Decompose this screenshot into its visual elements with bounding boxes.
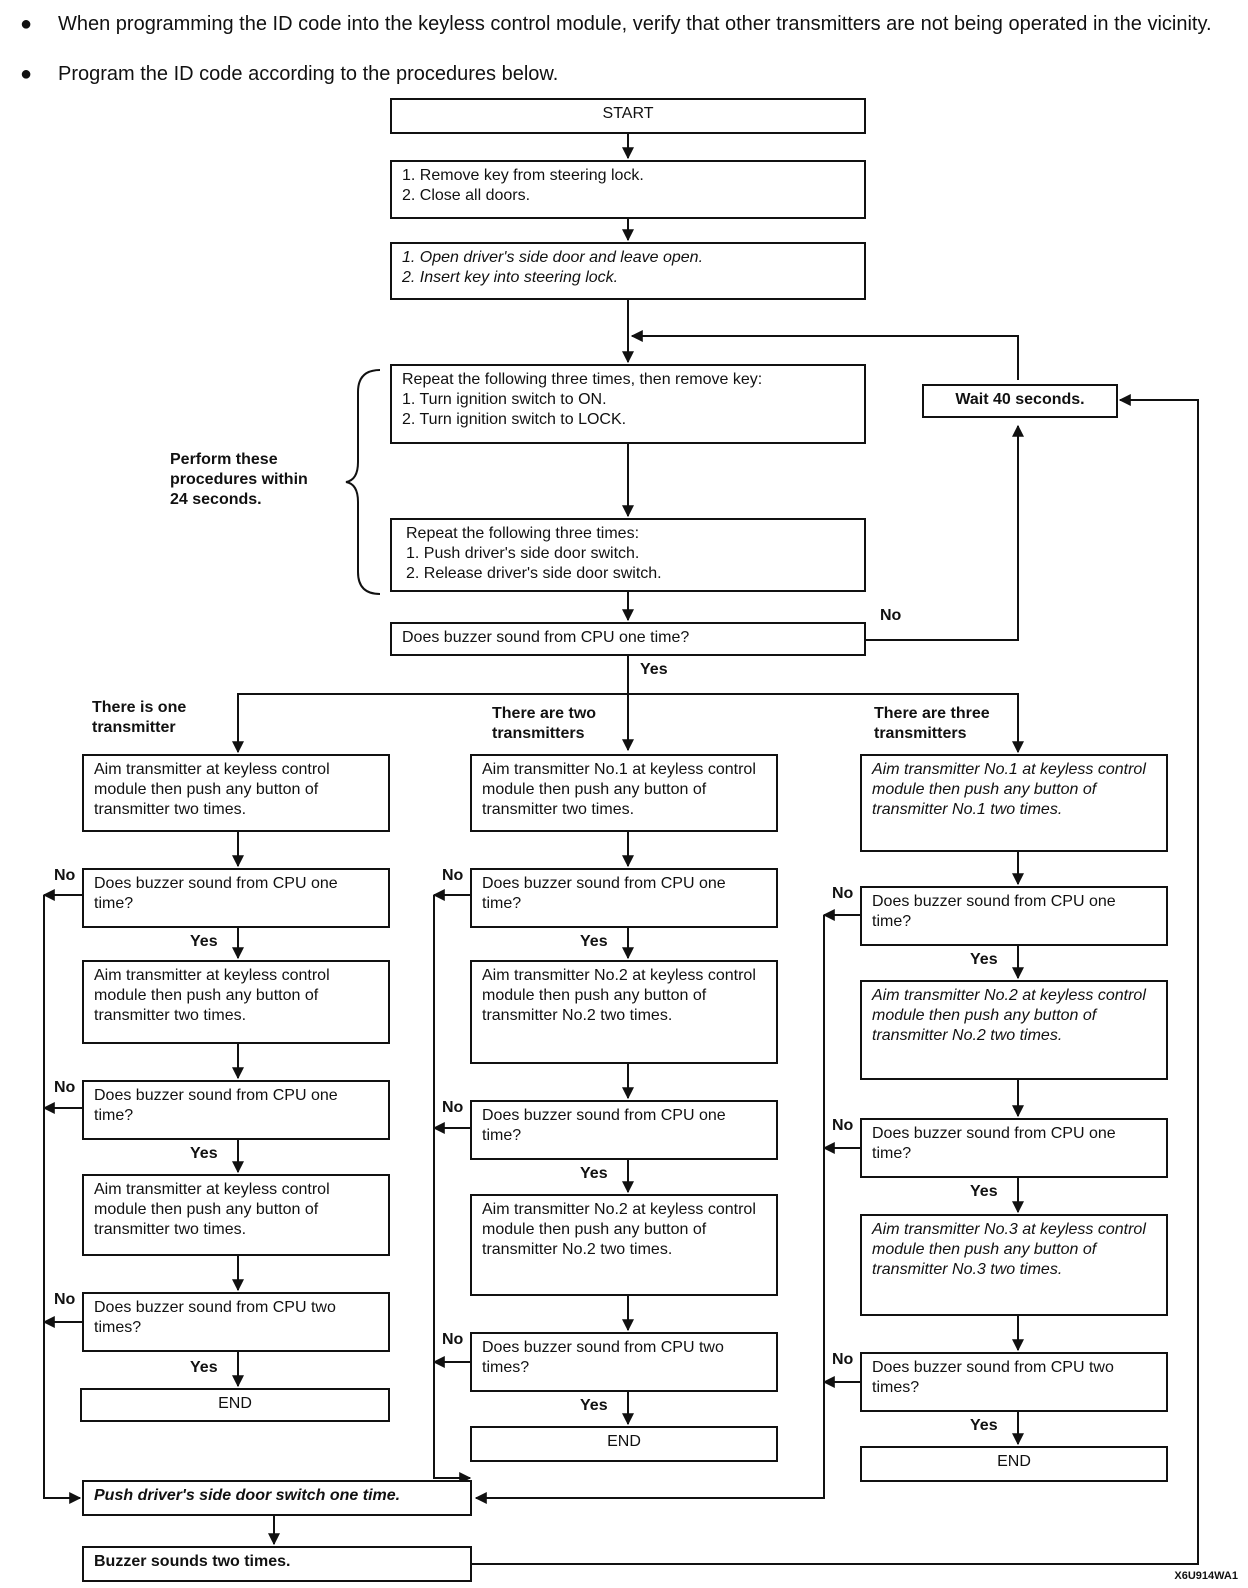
arrow-check-no [866, 424, 1024, 641]
col2-header: There are two transmitters [492, 705, 597, 742]
label-yes-main: Yes [640, 661, 668, 678]
col3-aim1: Aim transmitter No.1 at keyless control … [860, 754, 1168, 852]
col3-end: END [860, 1446, 1168, 1482]
col1-end: END [80, 1388, 390, 1422]
bullet-icon: ● [20, 63, 33, 85]
step-open-door: 1. Open driver's side door and leave ope… [390, 242, 866, 300]
step-ignition-cycle: Repeat the following three times, then r… [390, 364, 866, 444]
col1-yes-1: Yes [190, 933, 218, 950]
col3-q2: Does buzzer sound from CPU one time? [860, 1118, 1168, 1178]
col2-aim3: Aim transmitter No.2 at keyless control … [470, 1194, 778, 1296]
col2-end: END [470, 1426, 778, 1462]
col3-yes-1: Yes [970, 951, 998, 968]
col1-q2: Does buzzer sound from CPU one time? [82, 1080, 390, 1140]
brace-note: Perform these procedures within 24 secon… [170, 451, 308, 508]
col1-no-2: No [54, 1079, 76, 1096]
col2-aim1: Aim transmitter No.1 at keyless control … [470, 754, 778, 832]
branch-bar [237, 693, 1019, 750]
col3-q1: Does buzzer sound from CPU one time? [860, 886, 1168, 946]
col1-aim2: Aim transmitter at keyless control modul… [82, 960, 390, 1044]
intro-text-1: When programming the ID code into the ke… [58, 13, 1212, 35]
intro-text-2: Program the ID code according to the pro… [58, 63, 559, 85]
check-buzzer-main: Does buzzer sound from CPU one time? [390, 622, 866, 656]
col2-q3: Does buzzer sound from CPU two times? [470, 1332, 778, 1392]
col3-no-2: No [832, 1117, 854, 1134]
col1-yes-3: Yes [190, 1359, 218, 1376]
col2-yes-1: Yes [580, 933, 608, 950]
intro-bullet-2: ● Program the ID code according to the p… [20, 62, 1220, 88]
intro-bullet-1: ● When programming the ID code into the … [20, 12, 1220, 62]
col1-no-3: No [54, 1291, 76, 1308]
col2-q1: Does buzzer sound from CPU one time? [470, 868, 778, 928]
col1-q1: Does buzzer sound from CPU one time? [82, 868, 390, 928]
col1-yes-2: Yes [190, 1145, 218, 1162]
col2-no-2: No [442, 1099, 464, 1116]
col2-q2: Does buzzer sound from CPU one time? [470, 1100, 778, 1160]
col2-no-1: No [442, 867, 464, 884]
col1-aim1: Aim transmitter at keyless control modul… [82, 754, 390, 832]
col1-header: There is one transmitter [92, 699, 187, 736]
col3-q3: Does buzzer sound from CPU two times? [860, 1352, 1168, 1412]
col3-aim3: Aim transmitter No.3 at keyless control … [860, 1214, 1168, 1316]
bullet-icon: ● [20, 13, 33, 35]
col3-yes-2: Yes [970, 1183, 998, 1200]
step-remove-key: 1. Remove key from steering lock. 2. Clo… [390, 160, 866, 219]
col3-aim2: Aim transmitter No.2 at keyless control … [860, 980, 1168, 1080]
label-no-main: No [880, 607, 902, 624]
start-box: START [390, 98, 866, 134]
wait-box: Wait 40 seconds. [922, 384, 1118, 418]
col3-no-3: No [832, 1351, 854, 1368]
col1-aim3: Aim transmitter at keyless control modul… [82, 1174, 390, 1256]
col2-no-3: No [442, 1331, 464, 1348]
col2-aim2: Aim transmitter No.2 at keyless control … [470, 960, 778, 1064]
fail-buzz-twice: Buzzer sounds two times. [82, 1546, 472, 1582]
arrow-wait-loop [630, 330, 1019, 380]
fail-push-switch: Push driver's side door switch one time. [82, 1480, 472, 1516]
col2-yes-2: Yes [580, 1165, 608, 1182]
col3-yes-3: Yes [970, 1417, 998, 1434]
col3-header: There are three transmitters [874, 705, 990, 742]
col3-no-1: No [832, 885, 854, 902]
col1-no-1: No [54, 867, 76, 884]
step-door-switch-cycle: Repeat the following three times: 1. Pus… [390, 518, 866, 592]
col1-q3: Does buzzer sound from CPU two times? [82, 1292, 390, 1352]
brace-shape [345, 369, 381, 595]
figure-code: X6U914WA1 [1174, 1570, 1238, 1582]
col2-yes-3: Yes [580, 1397, 608, 1414]
